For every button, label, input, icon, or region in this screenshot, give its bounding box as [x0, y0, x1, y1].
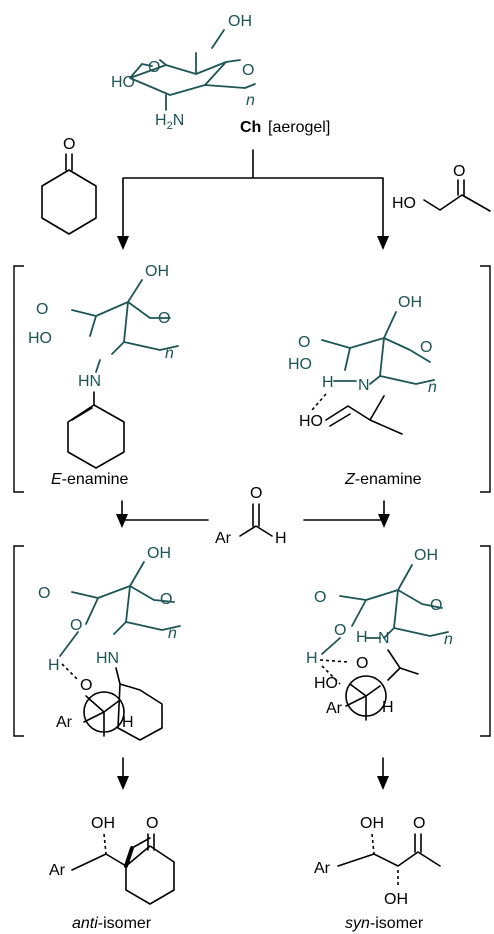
- syn-product-structure: OH O Ar OH syn-isomer: [314, 815, 441, 932]
- ts1-repeat-n: n: [168, 625, 177, 642]
- anti-ar-label: Ar: [49, 862, 66, 879]
- cyclohexanone-structure: O: [41, 136, 97, 235]
- product-arrows: [117, 757, 389, 790]
- ho-label: HO: [111, 74, 135, 91]
- enamine-bracket: [13, 265, 491, 493]
- split-arrows: [117, 149, 389, 250]
- ts2-ald-h-label: H: [382, 699, 394, 716]
- anti-transition-state: OH O O O H HN n O Ar H: [38, 545, 181, 741]
- ring-o2-label: O: [242, 62, 254, 79]
- e-enamine-structure: OH O O HO n HN E-enamine: [28, 263, 179, 488]
- e-ring-o2-label: O: [158, 310, 170, 327]
- aldehyde-step: Ar O H: [116, 485, 390, 547]
- transition-state-bracket: [13, 545, 491, 737]
- ts2-ring-o-label: O: [314, 589, 326, 606]
- z-oh-label: OH: [398, 294, 422, 311]
- syn-transition-state: OH O O O H H N n O HO Ar H: [306, 547, 453, 721]
- syn-oh2-label: OH: [384, 891, 408, 908]
- ts1-oh-label: OH: [147, 545, 171, 562]
- syn-ar-label: Ar: [314, 860, 331, 877]
- hydroxyacetone-ho-label: HO: [392, 195, 416, 212]
- e-ho-label: HO: [28, 330, 52, 347]
- e-ring-o-label: O: [36, 301, 48, 318]
- aldehyde-o-label: O: [250, 485, 262, 502]
- ts2-ar-label: Ar: [326, 700, 343, 717]
- e-repeat-n: n: [165, 345, 174, 362]
- z-enamine-structure: OH O O HO H N n HO Z-enamine: [288, 294, 437, 488]
- ts1-aldehyde-o-label: O: [80, 677, 92, 694]
- ketone-o-label: O: [63, 136, 75, 153]
- ts1-h-label: H: [48, 657, 60, 674]
- chitosan-label: Ch: [240, 119, 261, 136]
- ts1-hn-label: HN: [96, 650, 119, 667]
- ts1-ring-o-label: O: [38, 585, 50, 602]
- ts2-hn-h-label: H: [356, 629, 368, 646]
- e-enamine-caption: E-enamine: [51, 471, 128, 488]
- anti-oh-label: OH: [91, 815, 115, 832]
- syn-o-label: O: [413, 815, 425, 832]
- repeat-n-label: n: [246, 92, 255, 109]
- ts2-aldehyde-o-label: O: [356, 655, 368, 672]
- anti-o-label: O: [146, 815, 158, 832]
- anti-caption: anti-isomer: [72, 915, 152, 932]
- ts1-ald-h-label: H: [122, 714, 134, 731]
- ts1-ring-o2-label: O: [160, 591, 172, 608]
- ts2-repeat-n: n: [444, 631, 453, 648]
- ts2-n-label: N: [378, 630, 390, 647]
- ts2-oh-label: OH: [414, 547, 438, 564]
- anti-product-structure: OH O Ar anti-isomer: [49, 815, 175, 932]
- z-repeat-n: n: [428, 379, 437, 396]
- chitosan-aerogel-structure: OH O O HO H2N n Ch [aerogel]: [111, 13, 330, 136]
- z-ring-o-label: O: [298, 334, 310, 351]
- ts1-o-label: O: [70, 617, 82, 634]
- aldehyde-h-label: H: [275, 530, 287, 547]
- e-hn-label: HN: [78, 373, 101, 390]
- ring-o-label: O: [148, 59, 160, 76]
- aldehyde-ar-label: Ar: [215, 530, 232, 547]
- oh-label: OH: [228, 13, 252, 30]
- syn-oh-label: OH: [360, 815, 384, 832]
- ts1-ar-label: Ar: [56, 714, 73, 731]
- hydroxyacetone-o-label: O: [453, 163, 465, 180]
- z-ring-o2-label: O: [420, 339, 432, 356]
- z-ho2-label: HO: [299, 413, 323, 430]
- aerogel-label: [aerogel]: [268, 119, 330, 136]
- ts2-ho-label: HO: [314, 675, 338, 692]
- e-oh-label: OH: [145, 263, 169, 280]
- h2n-label: H2N: [155, 112, 184, 132]
- syn-caption: syn-isomer: [345, 915, 424, 932]
- ts2-o-label: O: [334, 622, 346, 639]
- ts2-h-label: H: [306, 650, 318, 667]
- ts2-ring-o2-label: O: [430, 597, 442, 614]
- z-enamine-caption: Z-enamine: [344, 471, 422, 488]
- z-h-label: H: [322, 374, 334, 391]
- z-n-label: N: [358, 377, 370, 394]
- z-ho-label: HO: [288, 356, 312, 373]
- hydroxyacetone-structure: HO O: [392, 163, 491, 212]
